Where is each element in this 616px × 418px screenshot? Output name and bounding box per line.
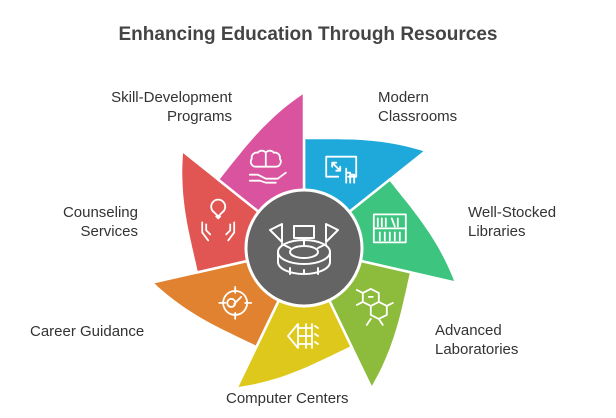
network-icon — [287, 323, 319, 349]
label-line: Modern — [378, 89, 429, 106]
label-line: Advanced — [435, 322, 502, 339]
bookshelf-icon — [372, 213, 407, 244]
label-line: Career Guidance — [30, 323, 145, 340]
segment-blade — [302, 178, 458, 284]
label-line: Classrooms — [378, 108, 458, 125]
label-line: Computer Centers — [226, 390, 349, 407]
label-career-guidance: Career Guidance — [30, 322, 144, 341]
molecule-icon — [355, 287, 394, 326]
diagram-title: Enhancing Education Through Resources — [118, 24, 498, 45]
target-key-icon — [218, 285, 253, 320]
stadium-icon — [269, 223, 339, 275]
label-line: Libraries — [468, 223, 526, 240]
label-modern-classrooms: Modern Classrooms — [378, 88, 457, 126]
label-line: Well-Stocked — [468, 204, 557, 221]
label-well-stocked-libraries: Well-Stocked Libraries — [468, 203, 556, 241]
center-hub — [244, 188, 364, 308]
label-line: Programs — [166, 108, 232, 125]
caring-hands-icon — [201, 198, 236, 242]
label-line: Services — [80, 223, 138, 240]
segment-well-stocked-libraries — [302, 178, 458, 284]
label-computer-centers: Computer Centers — [226, 389, 349, 408]
label-advanced-laboratories: Advanced Laboratories — [435, 321, 518, 359]
label-line: Counseling — [62, 204, 138, 221]
touchscreen-icon — [325, 155, 358, 184]
brain-hand-icon — [248, 149, 287, 184]
label-line: Skill-Development — [111, 89, 232, 106]
label-counseling-services: Counseling Services — [63, 203, 138, 241]
label-line: Laboratories — [435, 341, 519, 358]
segment-blade — [235, 246, 353, 390]
segment-computer-centers — [235, 246, 353, 390]
label-skill-development-programs: Skill-Development Programs — [111, 88, 232, 126]
